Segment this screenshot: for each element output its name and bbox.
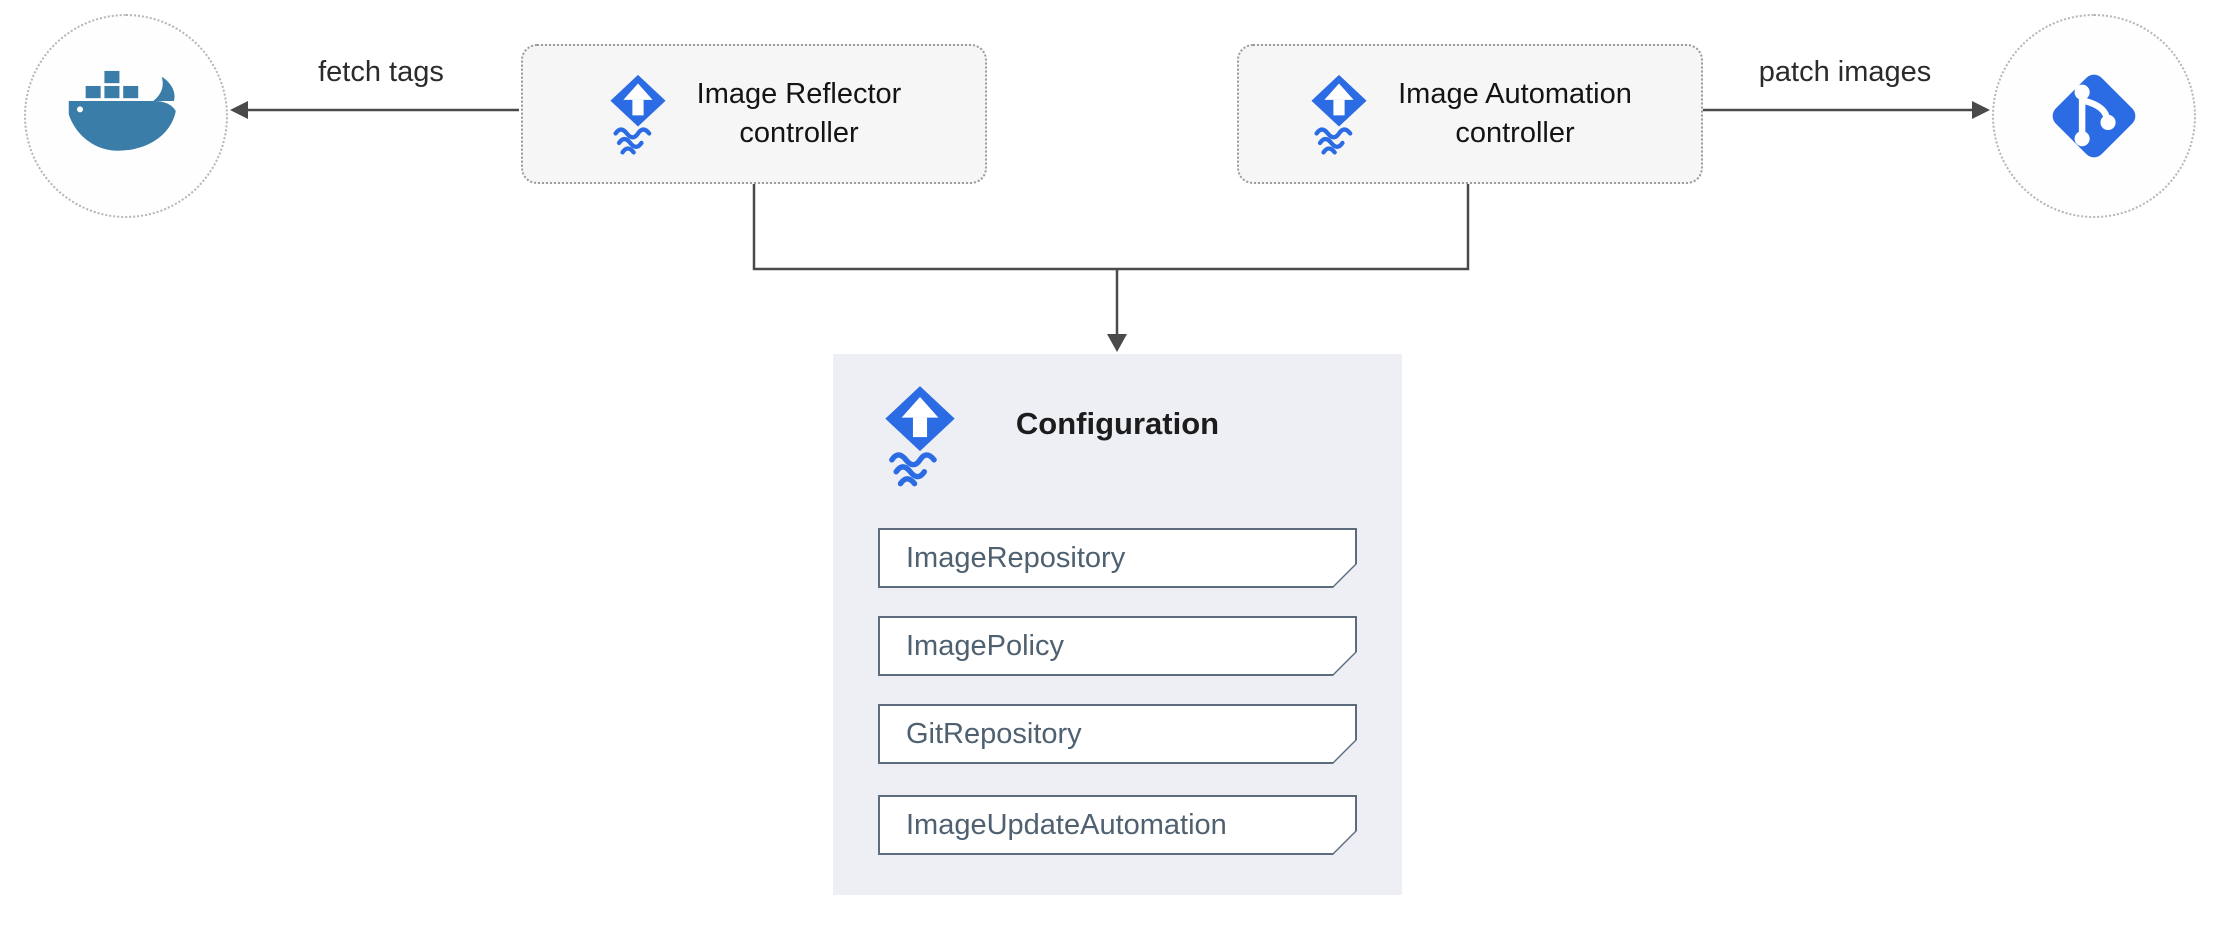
- image-reflector-controller-label: Image Reflector controller: [696, 77, 902, 149]
- image-reflector-controller-node: Image Reflector controller: [521, 44, 987, 184]
- config-item-git-repository: GitRepository: [878, 704, 1357, 764]
- config-item-body: [880, 618, 1355, 674]
- config-item-body: [880, 706, 1355, 762]
- container-registry-node: [24, 14, 228, 218]
- config-item-label: ImageUpdateAutomation: [906, 808, 1227, 841]
- git-icon: [2040, 62, 2148, 170]
- configuration-panel: Configuration ImageRepository ImagePolic…: [833, 354, 1402, 895]
- config-item-body: [880, 797, 1355, 853]
- config-item-image-policy: ImagePolicy: [878, 616, 1357, 676]
- image-automation-controller-label: Image Automation controller: [1398, 77, 1632, 149]
- patch-images-label: patch images: [1758, 56, 1932, 88]
- git-repository-node: [1992, 14, 2196, 218]
- flux-icon: [607, 73, 669, 156]
- fetch-tags-label: fetch tags: [318, 56, 444, 88]
- config-item-label: GitRepository: [906, 717, 1082, 750]
- configuration-title: Configuration: [1015, 406, 1220, 441]
- config-item-label: ImagePolicy: [906, 629, 1064, 662]
- flux-icon: [1308, 73, 1370, 156]
- docker-whale-icon: [65, 69, 187, 163]
- image-automation-controller-node: Image Automation controller: [1237, 44, 1703, 184]
- config-item-image-repository: ImageRepository: [878, 528, 1357, 588]
- config-item-label: ImageRepository: [906, 541, 1126, 574]
- config-item-image-update-automation: ImageUpdateAutomation: [878, 795, 1357, 855]
- config-item-body: [880, 530, 1355, 586]
